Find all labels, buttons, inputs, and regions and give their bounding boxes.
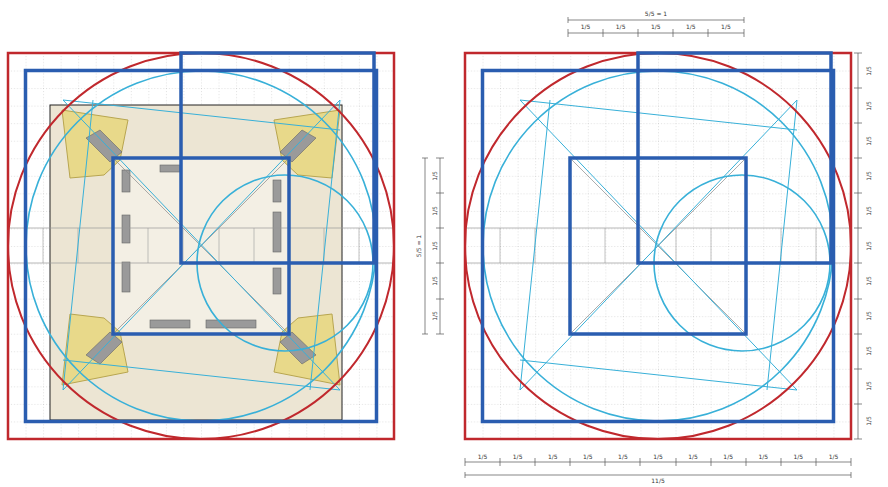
- dimension-label: 11/5: [650, 478, 665, 484]
- dimension-label: 1/5: [687, 454, 699, 460]
- proportion-geometry: [465, 53, 851, 439]
- dimension-label: 1/5: [866, 205, 872, 217]
- dimension-label: 5/5 = 1: [644, 11, 668, 17]
- dimension-label: 1/5: [617, 454, 629, 460]
- dimension-label: 1/5: [828, 454, 840, 460]
- dimension-label: 1/5: [866, 65, 872, 77]
- dimension-label: 1/5: [866, 275, 872, 287]
- dimension-label: 1/5: [866, 416, 872, 428]
- dimension-label: 1/5: [720, 24, 732, 30]
- dimension-label: 1/5: [722, 454, 734, 460]
- dimension-label: 1/5: [432, 275, 438, 287]
- dimension-label: 1/5: [477, 454, 489, 460]
- dimension-label: 1/5: [757, 454, 769, 460]
- dimension-label: 1/5: [866, 240, 872, 252]
- dimension-label: 1/5: [866, 310, 872, 322]
- dimension-label: 1/5: [793, 454, 805, 460]
- dimension-label: 1/5: [512, 454, 524, 460]
- dimension-rulers: [422, 17, 862, 478]
- dimension-label: 1/5: [547, 454, 559, 460]
- dimension-label: 1/5: [432, 205, 438, 217]
- dimension-label: 1/5: [685, 24, 697, 30]
- dimension-label: 1/5: [582, 454, 594, 460]
- dimension-label: 1/5: [615, 24, 627, 30]
- dimension-label: 1/5: [652, 454, 664, 460]
- dimension-label: 1/5: [432, 310, 438, 322]
- dimension-label: 1/5: [866, 345, 872, 357]
- dimension-label: 1/5: [866, 170, 872, 182]
- dimension-label: 1/5: [866, 381, 872, 393]
- dimension-label: 1/5: [580, 24, 592, 30]
- dimension-label: 1/5: [650, 24, 662, 30]
- proportion-geometry: [8, 53, 394, 439]
- dimension-label: 1/5: [866, 100, 872, 112]
- dimension-label: 5/5 = 1: [416, 234, 422, 258]
- dimension-label: 1/5: [866, 135, 872, 147]
- dimension-label: 1/5: [432, 240, 438, 252]
- dotted-grid: [8, 53, 394, 439]
- dimension-label: 1/5: [432, 170, 438, 182]
